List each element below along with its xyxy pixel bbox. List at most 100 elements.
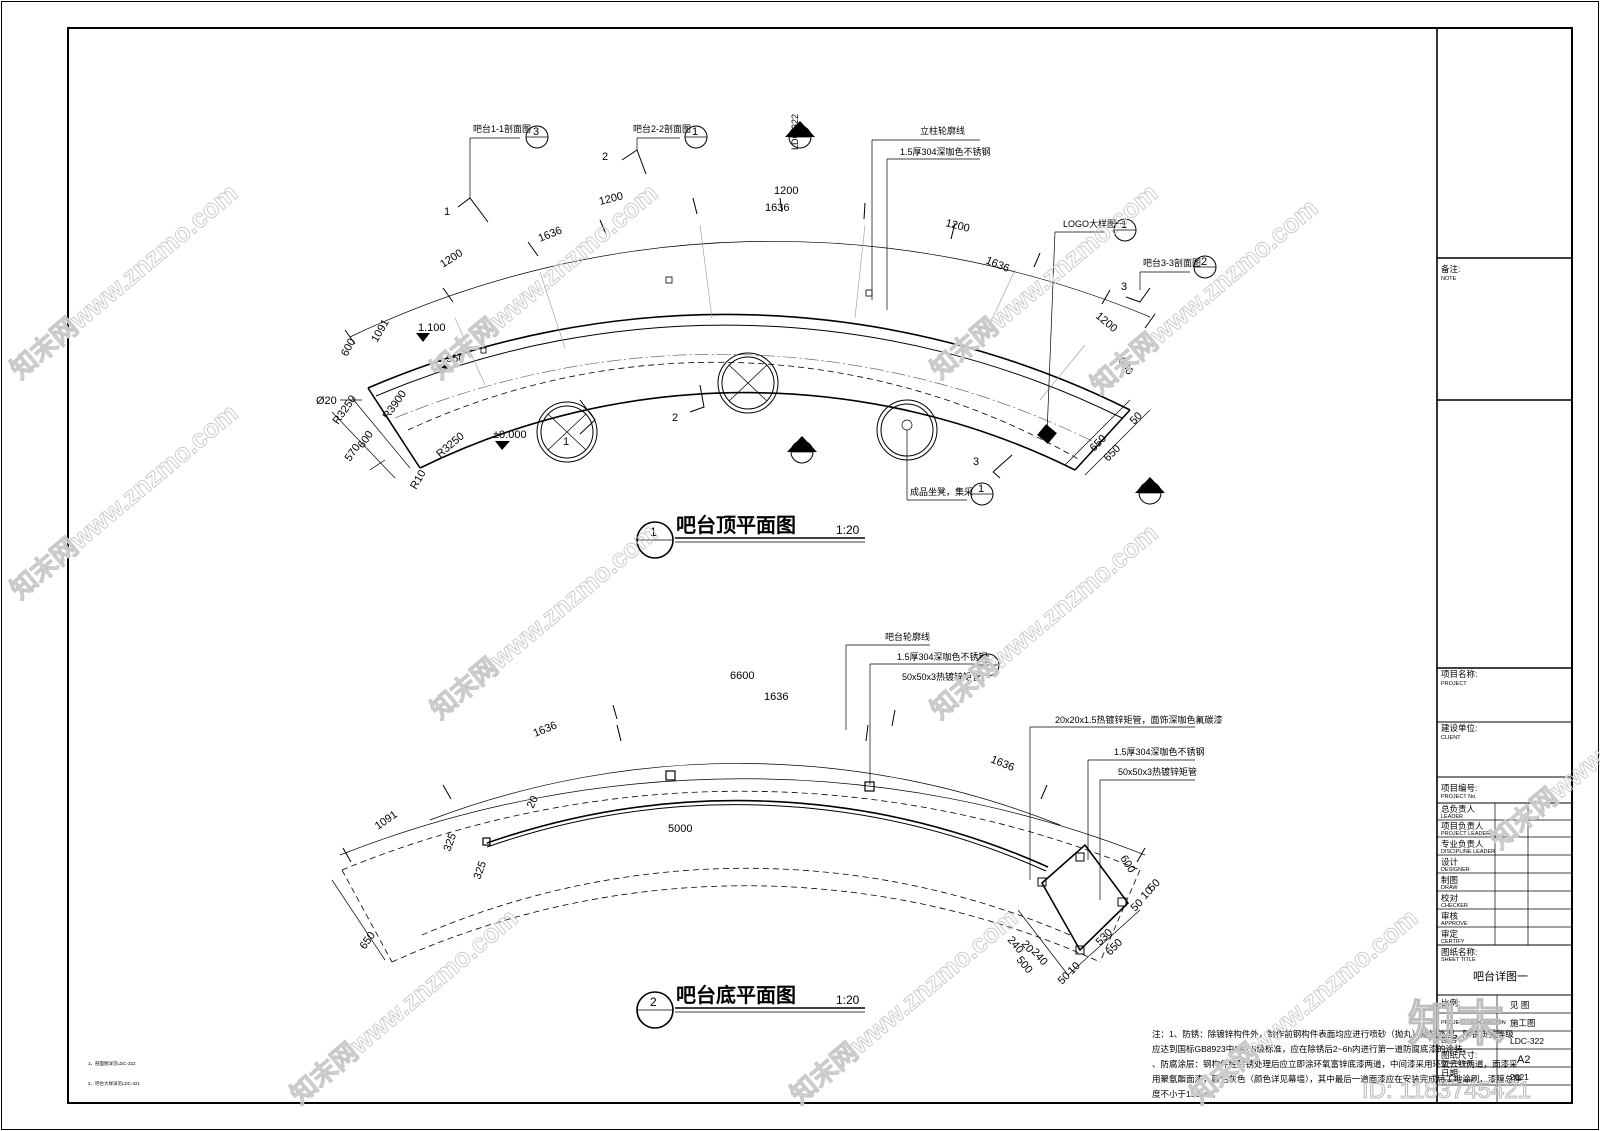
end-cap-left <box>367 387 421 469</box>
arc-outer <box>341 790 1141 871</box>
svg-text:Drawing size: Drawing size <box>1441 1060 1472 1066</box>
svg-text:专业负责人: 专业负责人 <box>1441 839 1484 849</box>
svg-text:1、剖面图详见LDC-322: 1、剖面图详见LDC-322 <box>88 1060 136 1067</box>
drawing-frame <box>67 27 1573 1104</box>
section-symbol: 1 <box>684 125 708 149</box>
arc-column-line <box>394 354 1101 446</box>
svg-text:应达到国标GB8923中Sa2.5级标准，应在除锈后2~6h: 应达到国标GB8923中Sa2.5级标准，应在除锈后2~6h内进行第一道防腐底漆… <box>1152 1044 1471 1054</box>
svg-text:审核: 审核 <box>1441 911 1459 921</box>
radius-label: R3900 <box>381 388 409 421</box>
arc-inner <box>391 885 1101 963</box>
svg-text:LEADER: LEADER <box>1441 814 1463 820</box>
svg-text:500: 500 <box>1014 954 1035 976</box>
small-legend: 1、剖面图详见LDC-322 2、吧台大样详见LDC-321 <box>88 1060 141 1087</box>
svg-text:知末网www.znzmo.com: 知末网www.znzmo.com <box>425 517 664 724</box>
arc-mid-dash <box>421 867 1071 936</box>
svg-text:知末网www.znzmo.com: 知末网www.znzmo.com <box>425 177 664 384</box>
arc-inner <box>419 391 1076 471</box>
level-label: 0.950 <box>437 353 465 365</box>
sheet-title: 吧台详图一 <box>1473 969 1528 983</box>
section-symbol: 5 <box>976 653 1000 677</box>
arc-outer-inner <box>375 324 1123 419</box>
svg-text:建设单位:: 建设单位: <box>1441 723 1477 733</box>
svg-text:知末网www.znzmo.com: 知末网www.znzmo.com <box>925 517 1164 724</box>
plan-title-block: 1 吧台顶平面图 1:20 <box>636 513 865 559</box>
plan-title-block: 2 吧台底平面图 1:20 <box>636 983 865 1029</box>
svg-text:1: 1 <box>978 483 984 495</box>
svg-text:见 图: 见 图 <box>1510 1000 1529 1010</box>
dim-label: 1200 <box>438 247 465 270</box>
svg-text:APPROVE: APPROVE <box>1441 921 1468 927</box>
svg-text:知末网www.znzmo.com: 知末网www.znzmo.com <box>285 902 524 1109</box>
plan-scale: 1:20 <box>836 993 860 1007</box>
callout-steel2: 1.5厚304深咖色不锈钢 <box>1114 746 1205 757</box>
callout-section-1: 吧台1-1剖面图 <box>473 123 531 134</box>
dim-label: 1636 <box>764 691 788 703</box>
svg-text:校对: 校对 <box>1441 893 1459 903</box>
arc-dim-top <box>339 778 1146 856</box>
plan-top-view: 1200 1200 1200 1200 1200 1636 1636 1636 … <box>316 114 1217 559</box>
dim-label: 650 <box>358 930 378 952</box>
svg-text:LDC-322: LDC-322 <box>790 114 800 150</box>
svg-text:知末网www.znzmo.com: 知末网www.znzmo.com <box>1485 647 1600 854</box>
svg-text:Drawing date: Drawing date <box>1441 1078 1473 1084</box>
index-symbol: 2 <box>1135 477 1165 505</box>
stool-number: 1 <box>563 436 569 448</box>
dim-ticks <box>344 197 1156 345</box>
svg-text:LDC-322: LDC-322 <box>1510 1036 1544 1046</box>
svg-text:CHECKER: CHECKER <box>1441 903 1468 909</box>
dim-label: 1200 <box>598 190 625 208</box>
index-symbol: 2 <box>787 436 817 464</box>
section-symbol: 3 <box>525 125 549 149</box>
svg-text:2021: 2021 <box>1510 1072 1529 1082</box>
dim-label: 1636 <box>537 224 564 244</box>
dim-label: 650 <box>1102 443 1123 464</box>
svg-text:设计: 设计 <box>1441 857 1459 867</box>
svg-text:审定: 审定 <box>1441 929 1459 939</box>
frame-tube-inner <box>486 804 1047 872</box>
watermark-logo-text: 知末 <box>1408 998 1504 1051</box>
callout-stool: 成品坐凳，集采 <box>910 486 973 497</box>
svg-text:图纸尺寸:: 图纸尺寸: <box>1441 1050 1477 1060</box>
svg-text:PROJECT LEADER: PROJECT LEADER <box>1441 831 1490 837</box>
svg-text:项目负责人: 项目负责人 <box>1441 821 1484 831</box>
svg-text:项目名称:: 项目名称: <box>1441 669 1477 679</box>
plan-number: 1 <box>650 525 657 539</box>
dim-label: 1091 <box>369 317 392 344</box>
column-marker <box>665 276 673 284</box>
svg-text:、防腐涂层：钢构件经除锈处理后应立即涂环氧富锌底漆两道，中间: 、防腐涂层：钢构件经除锈处理后应立即涂环氧富锌底漆两道，中间漆采用环氧云铁两道，… <box>1152 1059 1518 1069</box>
callout-tube: 50x50x3热镀锌矩管 <box>902 671 981 682</box>
plan-title: 吧台底平面图 <box>676 983 796 1007</box>
cut-mark-number: 3 <box>973 456 979 468</box>
stool <box>717 352 779 414</box>
callout-section-2: 吧台2-2剖面图 <box>633 123 691 134</box>
callout-column-line: 立柱轮廓线 <box>920 125 965 136</box>
section-symbol: 1 <box>970 482 994 506</box>
dim-label: 1636 <box>989 754 1016 774</box>
stool <box>536 401 598 463</box>
callout-outline: 吧台轮廓线 <box>885 631 930 642</box>
svg-text:5: 5 <box>984 654 990 666</box>
callout-tube2: 20x20x1.5热镀锌矩管，面饰深咖色氟碳漆 <box>1055 714 1223 725</box>
level-label: 1.100 <box>418 322 446 334</box>
svg-text:备注:: 备注: <box>1441 264 1460 274</box>
svg-text:项目编号:: 项目编号: <box>1441 783 1477 793</box>
svg-text:知末网www.znzmo.com: 知末网www.znzmo.com <box>785 902 1024 1109</box>
callout-section-3: 吧台3-3剖面图 <box>1143 257 1201 268</box>
dim-label: 1636 <box>984 255 1011 275</box>
svg-text:制图: 制图 <box>1441 875 1458 885</box>
arc-outer <box>367 313 1131 411</box>
svg-text:总负责人: 总负责人 <box>1441 804 1476 814</box>
svg-text:CERTIFY: CERTIFY <box>1441 939 1465 945</box>
svg-text:2: 2 <box>1201 256 1207 268</box>
dim-label: 50 <box>1128 410 1145 427</box>
arc-bottom-dim <box>369 459 386 471</box>
svg-text:2: 2 <box>1146 481 1152 493</box>
svg-text:比例:: 比例: <box>1441 998 1460 1008</box>
plan-scale: 1:20 <box>836 523 860 537</box>
svg-text:3: 3 <box>533 126 539 138</box>
svg-text:CLIENT: CLIENT <box>1441 735 1461 741</box>
arc-inner-dash <box>407 361 1081 461</box>
dim-label: 325 <box>472 860 490 881</box>
dim-label: 325 <box>442 832 460 853</box>
